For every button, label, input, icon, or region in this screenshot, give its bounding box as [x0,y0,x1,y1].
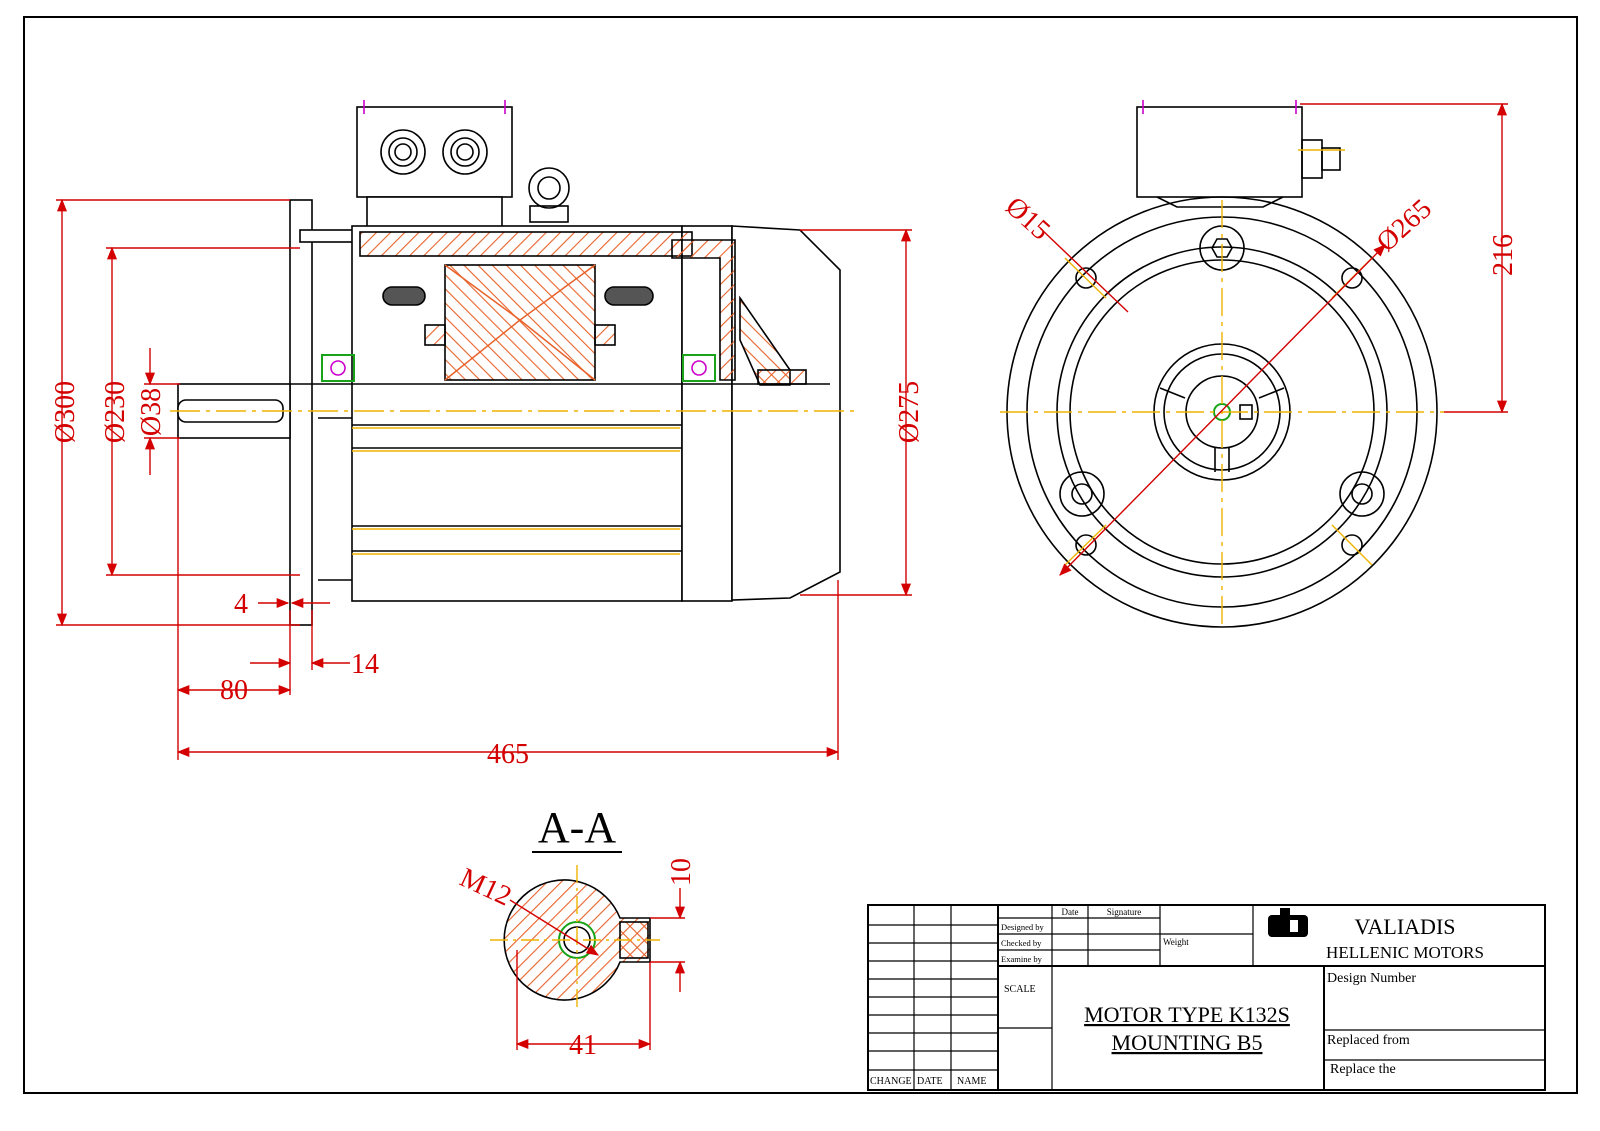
dim-4: 4 [234,589,248,620]
col-signature: Signature [1107,907,1142,917]
checked-by-label: Checked by [1001,938,1042,948]
company-logo-icon [1268,908,1308,937]
name-label: NAME [957,1076,986,1087]
side-view [177,106,841,626]
company-name: VALIADIS [1354,914,1455,939]
col-date: Date [1062,907,1079,917]
flange [289,199,313,626]
dim-d15: Ø15 [999,191,1056,246]
drawing-border [23,16,1578,1094]
company-subtitle: HELLENIC MOTORS [1326,943,1484,962]
dim-10: 10 [666,858,697,886]
design-number-label: Design Number [1327,971,1416,986]
dim-216: 216 [1488,234,1519,276]
bearing-front [321,354,355,382]
dim-14: 14 [351,649,379,680]
dim-d300: Ø300 [50,381,81,443]
cable-gland-icon [380,129,426,175]
replace-the-label: Replace the [1330,1062,1396,1077]
examine-by-label: Examine by [1001,954,1043,964]
dim-80: 80 [220,675,248,706]
change-label: CHANGE [870,1076,912,1087]
dim-465: 465 [487,739,529,770]
cable-gland-icon [442,129,488,175]
designed-by-label: Designed by [1001,922,1044,932]
scale-label: SCALE [1004,984,1036,995]
weight-label: Weight [1163,937,1189,947]
bearing-rear [682,354,716,382]
dim-d275: Ø275 [894,381,925,443]
replaced-from-label: Replaced from [1327,1033,1410,1048]
mounting: MOUNTING B5 [1112,1030,1263,1055]
dim-d230: Ø230 [100,381,131,443]
winding [604,286,654,306]
title-block [867,904,1546,1091]
section-title: A-A [538,803,616,852]
winding [382,286,426,306]
dim-d38: Ø38 [136,388,167,436]
dim-m12: M12 [455,862,516,912]
dim-41: 41 [569,1030,597,1061]
terminal-box-front [1136,106,1303,198]
lifting-eye-icon [528,167,570,209]
date-label: DATE [917,1076,943,1087]
motor-type: MOTOR TYPE K132S [1084,1002,1290,1027]
